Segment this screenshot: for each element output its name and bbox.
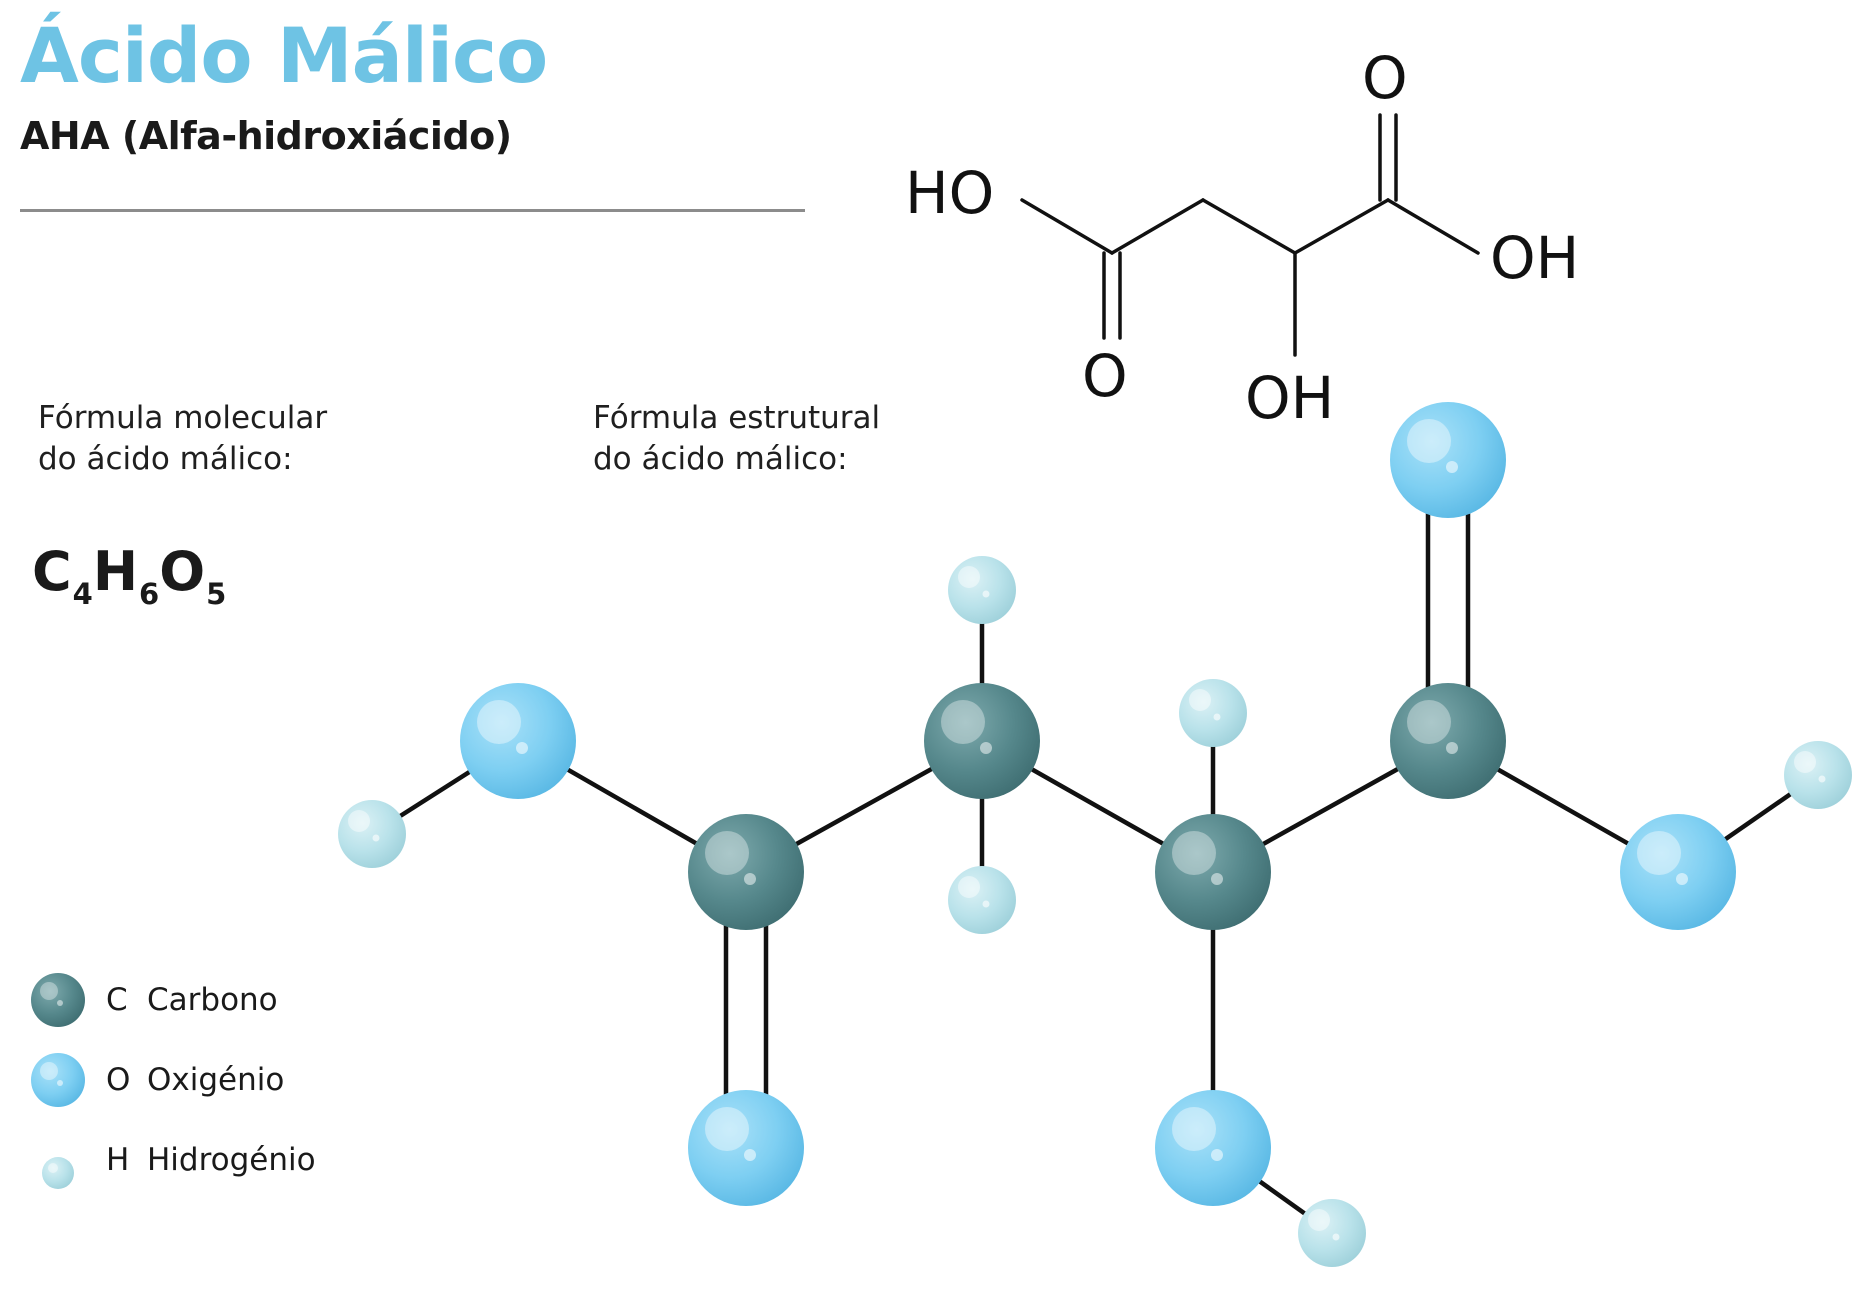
oxygen-atom: [1620, 814, 1736, 930]
formula-subscript: 6: [139, 577, 160, 611]
oxygen-sphere-icon: [28, 1050, 88, 1110]
legend-symbol: O: [106, 1062, 131, 1098]
hydrogen-atom: [1179, 679, 1247, 747]
oxygen-atom: [460, 683, 576, 799]
skeletal-formula: HO O OH O OH: [905, 44, 1579, 432]
carbon-atom: [688, 814, 804, 930]
carbon-sphere-icon: [28, 970, 88, 1030]
skeletal-label-o-bottom: O: [1082, 342, 1128, 410]
hydrogen-sphere-icon: [28, 1130, 88, 1190]
legend-name: Carbono: [147, 982, 278, 1018]
oxygen-atom: [688, 1090, 804, 1206]
formula-part-oxygen: O5: [159, 540, 226, 611]
legend-name: Hidrogénio: [147, 1142, 316, 1178]
skeletal-label-ho: HO: [905, 159, 994, 227]
skeletal-label-oh-right: OH: [1490, 224, 1579, 292]
formula-part-carbon: C4: [32, 540, 93, 611]
skeletal-bond: [1020, 198, 1114, 255]
formula-subscript: 5: [206, 577, 227, 611]
skeletal-bond: [1386, 198, 1480, 255]
page-subtitle: AHA (Alfa-hidroxiácido): [20, 114, 512, 158]
molecular-caption-line: Fórmula molecular: [38, 400, 328, 436]
skeletal-label-o-top: O: [1362, 44, 1408, 112]
carbon-atom: [1390, 683, 1506, 799]
molecular-formula-caption: Fórmula molecular do ácido málico:: [38, 398, 327, 480]
formula-subscript: 4: [72, 577, 93, 611]
oxygen-atom: [1155, 1090, 1271, 1206]
carbon-atom: [924, 683, 1040, 799]
header-divider: [20, 209, 805, 212]
legend-name: Oxigénio: [147, 1062, 285, 1098]
skeletal-bond: [1110, 198, 1205, 255]
molecular-formula: C4H6O5: [32, 540, 226, 611]
oxygen-atom: [1390, 402, 1506, 518]
formula-symbol: C: [32, 540, 72, 603]
skeletal-bond: [1201, 198, 1297, 255]
hydrogen-atom: [1298, 1199, 1366, 1267]
legend-symbol: H: [106, 1142, 130, 1178]
carbon-atom: [1155, 814, 1271, 930]
ball-and-stick-model: [338, 402, 1852, 1267]
formula-part-hydrogen: H6: [93, 540, 159, 611]
formula-symbol: H: [92, 540, 139, 603]
molecular-caption-line: do ácido málico:: [38, 441, 293, 477]
legend-symbol: C: [106, 982, 128, 1018]
hydrogen-atom: [338, 800, 406, 868]
structural-formula-caption: Fórmula estrutural do ácido málico:: [593, 398, 880, 480]
structural-caption-line: Fórmula estrutural: [593, 400, 881, 436]
structural-caption-line: do ácido málico:: [593, 441, 848, 477]
skeletal-label-oh-bottom: OH: [1245, 364, 1334, 432]
skeletal-bond: [1293, 198, 1390, 255]
hydrogen-atom: [948, 866, 1016, 934]
hydrogen-atom: [1784, 741, 1852, 809]
hydrogen-atom: [948, 556, 1016, 624]
page-title: Ácido Málico: [20, 11, 548, 100]
formula-symbol: O: [159, 540, 206, 603]
